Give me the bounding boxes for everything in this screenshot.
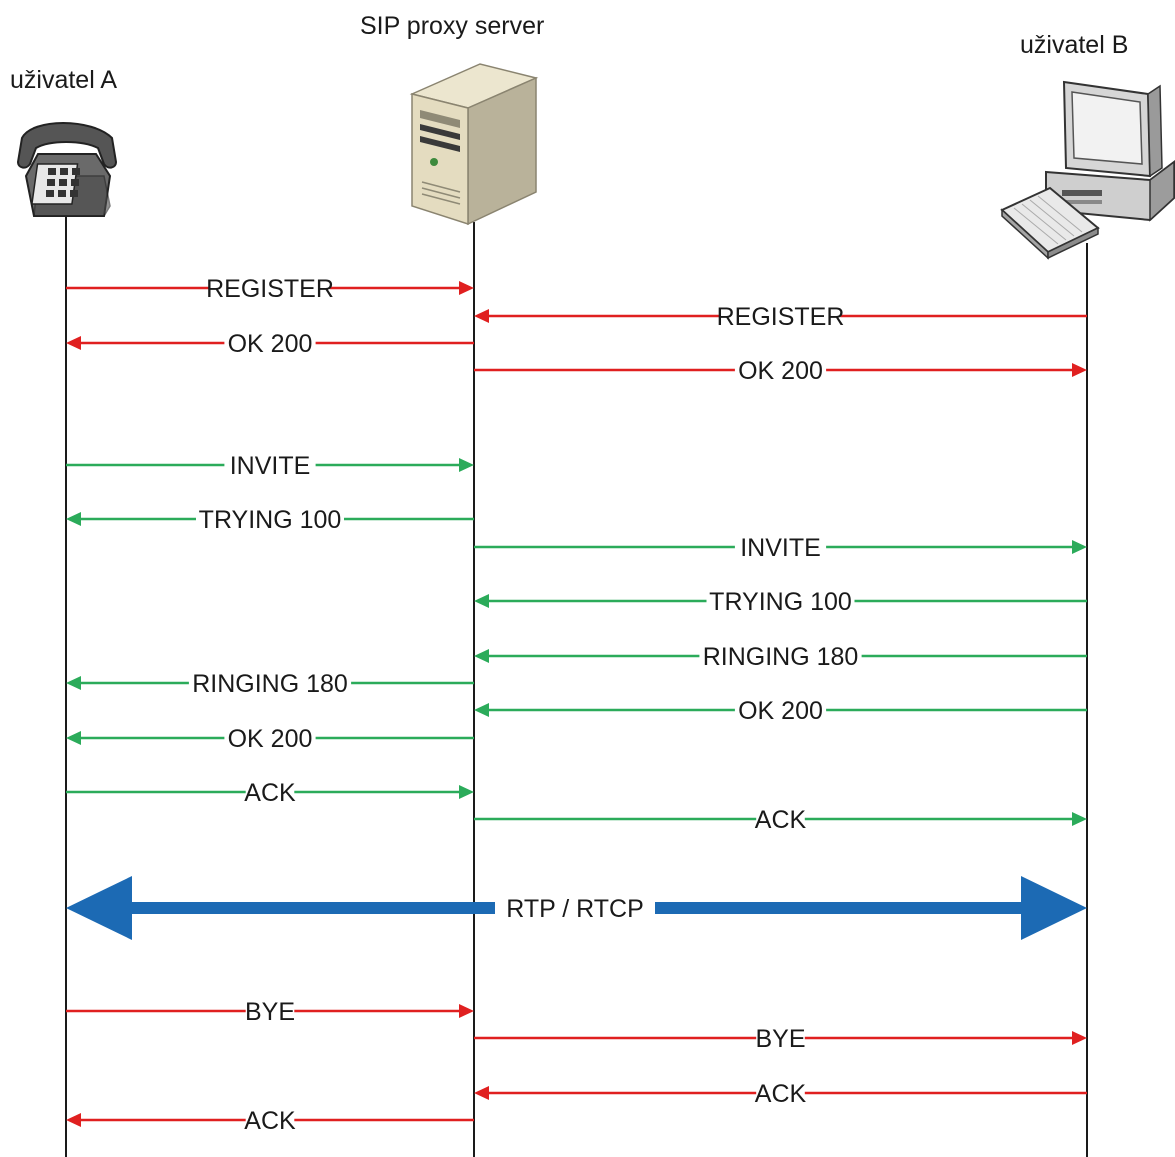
message-arrow: ACK [66,778,474,807]
media-stream-label: RTP / RTCP [506,895,644,923]
participant-label-user-a: uživatel A [10,66,118,94]
message-label: ACK [755,806,807,834]
arrowhead [66,1113,81,1127]
message-arrow: OK 200 [66,724,474,753]
message-label: OK 200 [738,697,823,725]
message-label: OK 200 [228,330,313,358]
message-label: TRYING 100 [709,588,852,616]
label-background [224,329,316,355]
label-background [756,1079,805,1105]
message-arrow: RINGING 180 [66,669,474,698]
arrowhead [66,731,81,745]
message-arrow: TRYING 100 [66,505,474,534]
message-arrow: OK 200 [66,329,474,358]
arrowhead [1072,1031,1087,1045]
message-label: REGISTER [206,275,334,303]
message-arrow: ACK [474,805,1087,834]
label-background [495,892,655,922]
message-label: RINGING 180 [703,643,859,671]
arrowhead-left [66,876,132,940]
message-arrow: REGISTER [474,302,1087,331]
message-arrow: BYE [474,1024,1087,1053]
arrowhead [474,309,489,323]
server-icon [409,63,539,226]
message-label: ACK [244,779,296,807]
arrowhead [66,512,81,526]
label-background [224,724,316,750]
arrowhead [474,649,489,663]
label-background [196,505,344,531]
message-label: TRYING 100 [199,506,342,534]
message-label: INVITE [230,452,311,480]
label-background [720,302,841,328]
label-background [756,805,805,831]
arrowhead [1072,540,1087,554]
arrowhead [459,281,474,295]
message-arrow: INVITE [474,533,1087,562]
message-label: ACK [755,1080,807,1108]
arrowhead [66,336,81,350]
label-background [188,669,352,695]
message-label: BYE [755,1025,805,1053]
arrowhead-right [1021,876,1087,940]
arrowhead [1072,812,1087,826]
message-arrow: BYE [66,997,474,1026]
label-background [734,356,827,382]
message-arrow: ACK [474,1079,1087,1108]
label-background [210,274,330,300]
message-label: OK 200 [738,357,823,385]
message-label: OK 200 [228,725,313,753]
arrowhead [1072,363,1087,377]
message-arrow: INVITE [66,451,474,480]
label-background [245,778,295,804]
message-arrow: REGISTER [66,274,474,303]
label-background [734,533,827,559]
message-arrow: TRYING 100 [474,587,1087,616]
label-background [706,587,855,613]
media-stream-arrow: RTP / RTCP [66,876,1087,940]
telephone-icon [16,122,118,217]
computer-icon [1000,80,1175,260]
participant-label-user-b: uživatel B [1020,31,1129,59]
message-arrow: OK 200 [474,356,1087,385]
message-label: REGISTER [717,303,845,331]
arrowhead [66,676,81,690]
message-label: BYE [245,998,295,1026]
label-background [699,642,862,668]
message-arrow: ACK [66,1106,474,1135]
participant-label-proxy: SIP proxy server [360,12,545,40]
arrowhead [459,458,474,472]
label-background [245,1106,295,1132]
message-label: ACK [244,1107,296,1135]
label-background [756,1024,805,1050]
arrowhead [474,594,489,608]
message-label: INVITE [740,534,821,562]
arrowhead [474,703,489,717]
message-label: RINGING 180 [192,670,348,698]
arrowhead [459,785,474,799]
arrowhead [474,1086,489,1100]
label-background [734,696,827,722]
arrowhead [459,1004,474,1018]
label-background [224,451,316,477]
message-arrow: RINGING 180 [474,642,1087,671]
label-background [245,997,295,1023]
message-arrow: OK 200 [474,696,1087,725]
